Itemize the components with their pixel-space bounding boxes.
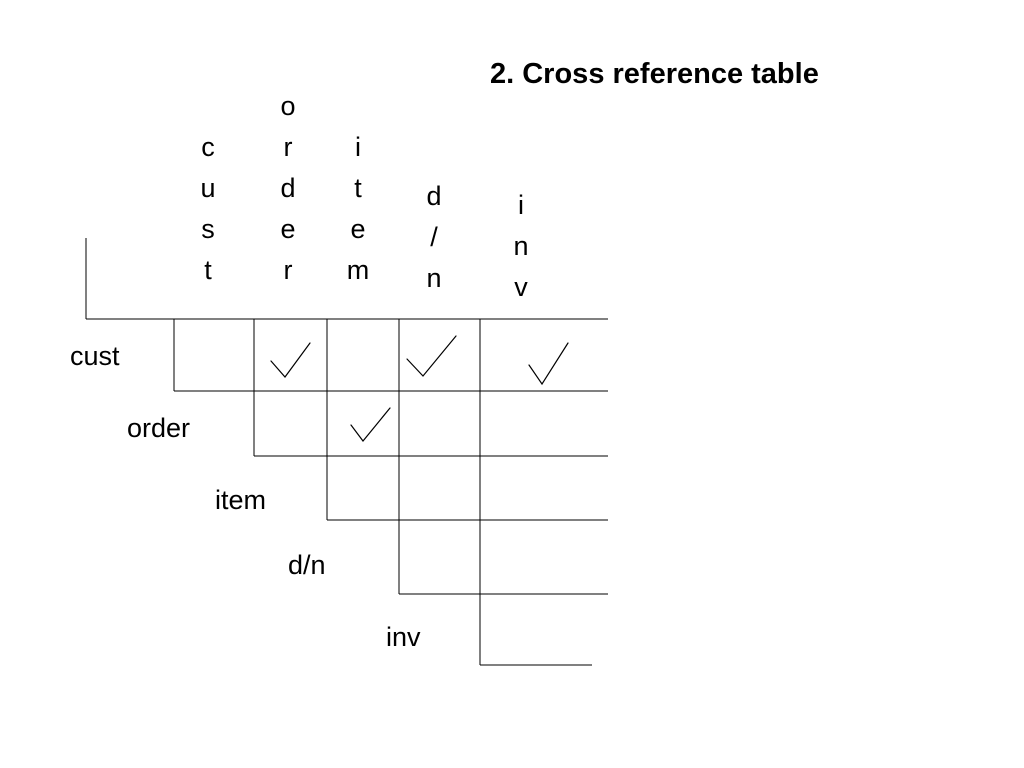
check-mark-icon	[270, 342, 311, 378]
row-label-order: order	[127, 413, 190, 443]
row-labels: cust order item d/n inv	[70, 341, 421, 652]
matrix-grid	[85, 238, 608, 666]
check-mark-icon	[406, 335, 457, 377]
check-marks	[270, 335, 569, 442]
row-label-cust: cust	[70, 341, 120, 371]
check-mark-icon	[350, 407, 391, 442]
row-label-inv: inv	[386, 622, 421, 652]
check-mark-icon	[528, 342, 569, 386]
row-label-item: item	[215, 485, 266, 515]
slide-title: 2. Cross reference table	[490, 58, 819, 90]
row-label-dn: d/n	[288, 550, 326, 580]
column-header-dn: d/n	[426, 181, 441, 293]
